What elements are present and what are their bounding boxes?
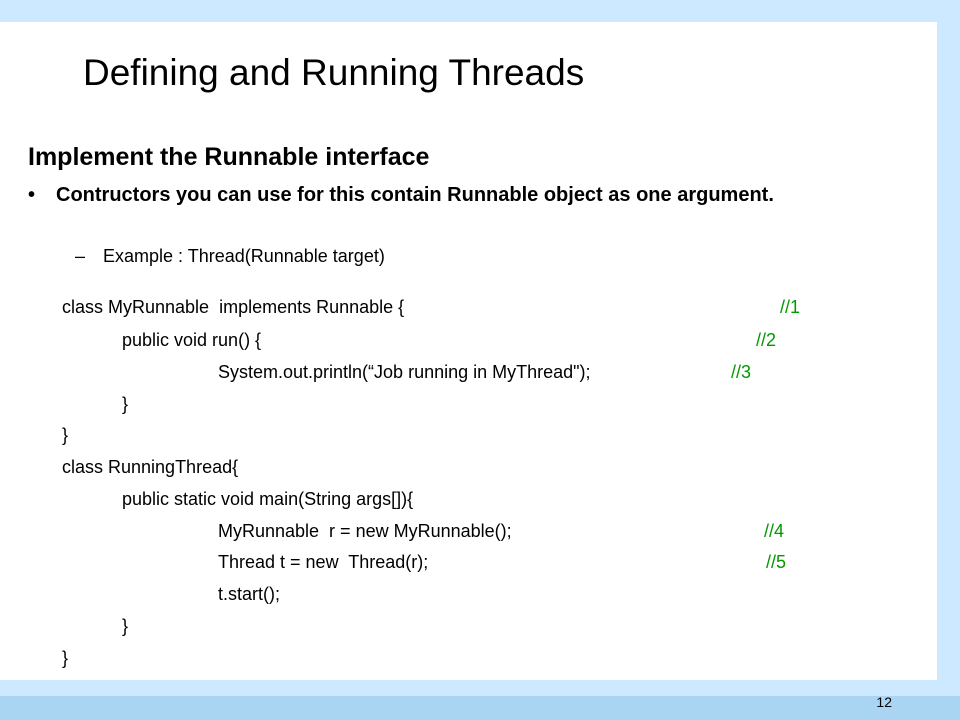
- code-comment: //4: [764, 521, 785, 541]
- code-line: MyRunnable r = new MyRunnable();: [218, 521, 512, 541]
- code-line: t.start();: [218, 584, 280, 604]
- sub-bullet-marker: –: [75, 246, 86, 266]
- sub-bullet-item: –Example : Thread(Runnable target): [75, 246, 385, 267]
- section-heading: Implement the Runnable interface: [28, 143, 430, 171]
- code-line: class RunningThread{: [62, 457, 239, 477]
- slide-canvas: [0, 22, 937, 680]
- code-comment: //3: [731, 362, 752, 382]
- page-number: 12: [876, 694, 892, 710]
- code-comment: //1: [780, 297, 801, 317]
- slide-title: Defining and Running Threads: [83, 52, 585, 93]
- code-line: class MyRunnable implements Runnable {: [62, 297, 405, 317]
- bullet-text: Contructors you can use for this contain…: [56, 184, 774, 206]
- code-line: public void run() {: [122, 330, 262, 350]
- bullet-item: • Contructors you can use for this conta…: [28, 182, 908, 208]
- sub-bullet-text: Example : Thread(Runnable target): [103, 246, 385, 266]
- code-line: public static void main(String args[]){: [122, 489, 414, 509]
- code-line: }: [122, 616, 129, 636]
- code-line: }: [62, 425, 69, 445]
- footer-bar: [0, 696, 960, 720]
- bullet-marker: •: [28, 184, 36, 206]
- code-comment: //5: [766, 552, 787, 572]
- code-comment: //2: [756, 330, 777, 350]
- code-line: Thread t = new Thread(r);: [218, 552, 429, 572]
- code-line: }: [122, 394, 129, 414]
- code-line: System.out.println(“Job running in MyThr…: [218, 362, 591, 382]
- code-line: }: [62, 648, 69, 668]
